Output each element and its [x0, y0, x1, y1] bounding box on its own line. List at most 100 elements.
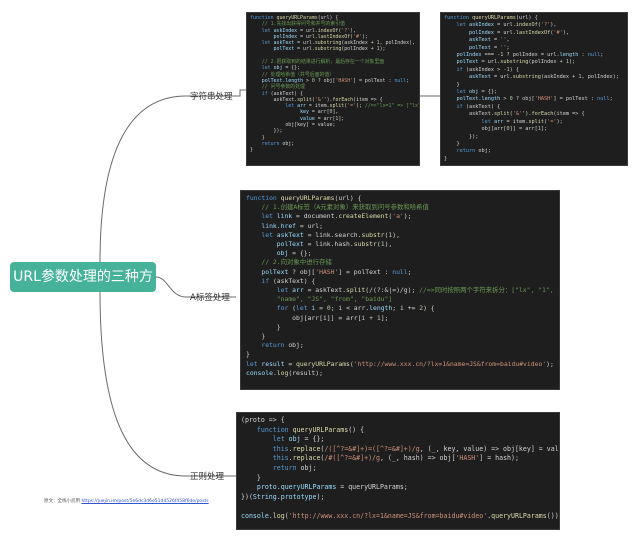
code-line: } [241, 474, 555, 484]
code-token: = queryURLParams; [336, 483, 408, 492]
code-token: 0 [326, 304, 331, 313]
code-token: polText [444, 44, 491, 51]
code-token: } [246, 322, 281, 331]
code-line: }); [250, 128, 416, 134]
code-token: > [303, 77, 312, 84]
code-line: this.replace(/#([^?=&#]+)/g, (_, hash) =… [241, 454, 555, 464]
code-line: // 问号参数的处理 [250, 84, 416, 90]
code-token: = link.search. [303, 230, 362, 239]
code-token: function [250, 15, 277, 21]
code-token: } [241, 473, 261, 482]
code-token: 'HASH' [335, 77, 354, 84]
code-token: ; [600, 52, 604, 59]
code-token: // 2.向对象中进行存储 [246, 258, 332, 267]
branch-string-label: 字符串处理 [190, 92, 233, 102]
code-token: ( [338, 27, 342, 34]
code-token: queryURLParams [276, 15, 318, 21]
code-line: askText = '', [444, 37, 624, 44]
connector-string-to-panel-a [226, 89, 246, 97]
code-panel-string-b: function queryURLParams(url) { let askIn… [440, 12, 628, 166]
code-token: //=>"lx=1" => ["lx",1] [364, 103, 419, 110]
code-token: let [444, 22, 469, 29]
code-token: obj [288, 435, 301, 444]
code-line: console.log(result); [246, 369, 554, 378]
code-token: (askText) { [270, 90, 304, 97]
code-token: polText [246, 240, 304, 249]
code-token: '). [323, 96, 333, 103]
code-line: let arr = item.split('='); //=>"lx=1" =>… [250, 103, 419, 110]
code-token: askText [444, 74, 491, 81]
connector-root-to-string [99, 95, 226, 263]
code-token: href [280, 221, 297, 230]
code-line: } [250, 147, 416, 153]
code-line: // 2.把获取到的结果进行解析，最后存在一个对象里面 [250, 59, 416, 65]
code-token: substr [353, 240, 377, 249]
code-token: 0 [509, 96, 513, 103]
code-token: '?' [540, 22, 551, 29]
code-token: })( [241, 492, 253, 501]
code-token: ( [543, 118, 548, 125]
code-token: askIndex [469, 22, 494, 29]
code-token: split [346, 286, 366, 295]
code-token: if [444, 66, 466, 73]
code-line: return obj; [250, 141, 416, 147]
code-line: return obj; [241, 464, 555, 474]
code-token: }); [250, 128, 283, 135]
code-line: polIndex = url.lastIndexOf('#'); [250, 34, 416, 40]
code-token: . [268, 511, 273, 520]
code-token: ? obj[ [512, 96, 535, 103]
code-token: '#' [353, 33, 362, 40]
code-line: let result = queryURLParams('http://www.… [246, 360, 554, 369]
code-token: } [246, 350, 250, 359]
code-line: } [246, 332, 554, 341]
code-token: ()); [546, 511, 559, 520]
code-token: length [481, 96, 501, 103]
code-line: } [444, 156, 624, 163]
code-token: ( [376, 240, 381, 249]
code-token: ( [344, 103, 348, 110]
code-token: = arr[ [314, 115, 336, 122]
code-line: let arr = item.split('='); [444, 119, 624, 126]
code-token: prototype [280, 492, 317, 501]
code-token: = document. [292, 212, 339, 221]
code-line: let obj = {}; [444, 89, 624, 96]
code-token [250, 53, 253, 59]
code-line: let obj = {}; [250, 65, 416, 71]
code-line: function queryURLParams(url) { [444, 15, 624, 22]
code-token: key [300, 109, 309, 116]
source-link[interactable]: https://juejin.im/post/5e6dc3d6e51d4526f… [81, 499, 209, 504]
code-token: String [252, 492, 277, 501]
code-token: (proto => { [241, 416, 285, 424]
code-token: null [597, 96, 610, 103]
code-line: console.log('http://www.xxx.cn/?lx=1&nam… [241, 511, 559, 522]
code-token: // 问号参数的处理 [250, 84, 305, 91]
code-line: obj[arr[i]] = arr[i + 1]; [246, 314, 554, 323]
code-token: } [444, 155, 448, 162]
code-line: if (askIndex > -1) { [444, 67, 624, 74]
code-token: ( [349, 359, 354, 368]
code-token: value [250, 115, 315, 122]
code-token: () { [348, 425, 365, 434]
code-token: } [250, 147, 253, 154]
code-token: forEach [332, 96, 354, 103]
code-token: = url. [294, 46, 315, 53]
code-token: obj; [282, 140, 295, 147]
code-token: if [246, 276, 273, 285]
code-token: 'HASH' [455, 454, 480, 463]
code-token: ] = polText : [353, 77, 395, 84]
code-line: }); [444, 134, 624, 141]
code-token: let [296, 304, 312, 313]
code-line: value = arr[1]; [250, 116, 416, 122]
connector-root-to-anchor [155, 276, 236, 298]
code-token: polText [444, 59, 479, 66]
code-token: obj; [288, 341, 304, 350]
code-token: = item. [305, 103, 330, 110]
code-token: = {}; [300, 435, 325, 444]
code-line: polText.length > 0 ? obj['HASH'] = polTe… [250, 78, 416, 84]
code-token: askText. [250, 96, 298, 103]
code-token: . [276, 492, 281, 501]
code-line: function queryURLParams() { [241, 426, 555, 436]
code-token: } [250, 134, 265, 141]
code-token: 1 [537, 126, 541, 133]
code-line: polIndex === -1 ? polIndex = url.length … [444, 52, 624, 59]
